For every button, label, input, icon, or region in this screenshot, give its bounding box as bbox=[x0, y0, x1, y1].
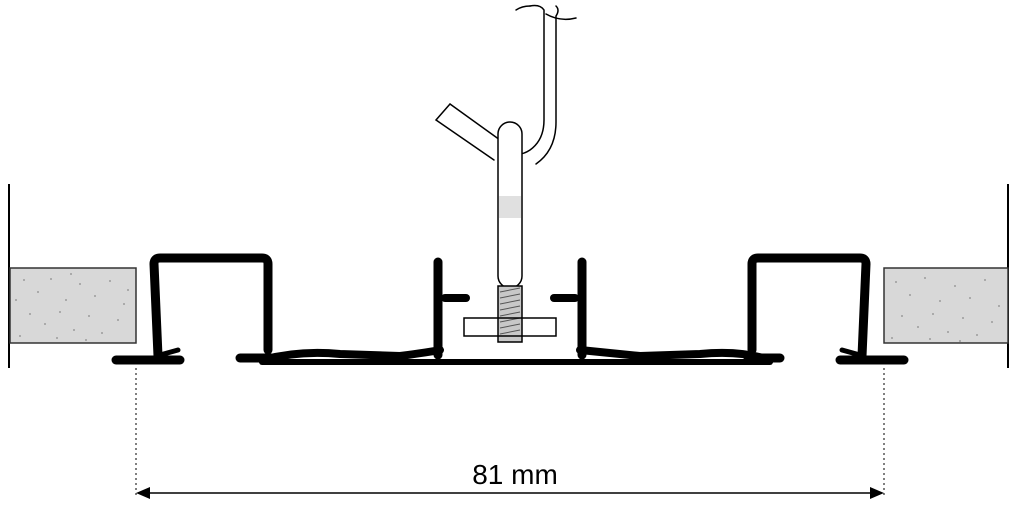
dimension-label: 81 mm bbox=[472, 459, 558, 490]
left-ceiling-panel bbox=[9, 267, 137, 344]
dimension-line bbox=[136, 487, 884, 499]
threaded-rod bbox=[497, 121, 523, 343]
aluminium-profile bbox=[111, 253, 909, 365]
right-ceiling-panel bbox=[883, 267, 1009, 344]
mounting-plate bbox=[463, 317, 557, 337]
